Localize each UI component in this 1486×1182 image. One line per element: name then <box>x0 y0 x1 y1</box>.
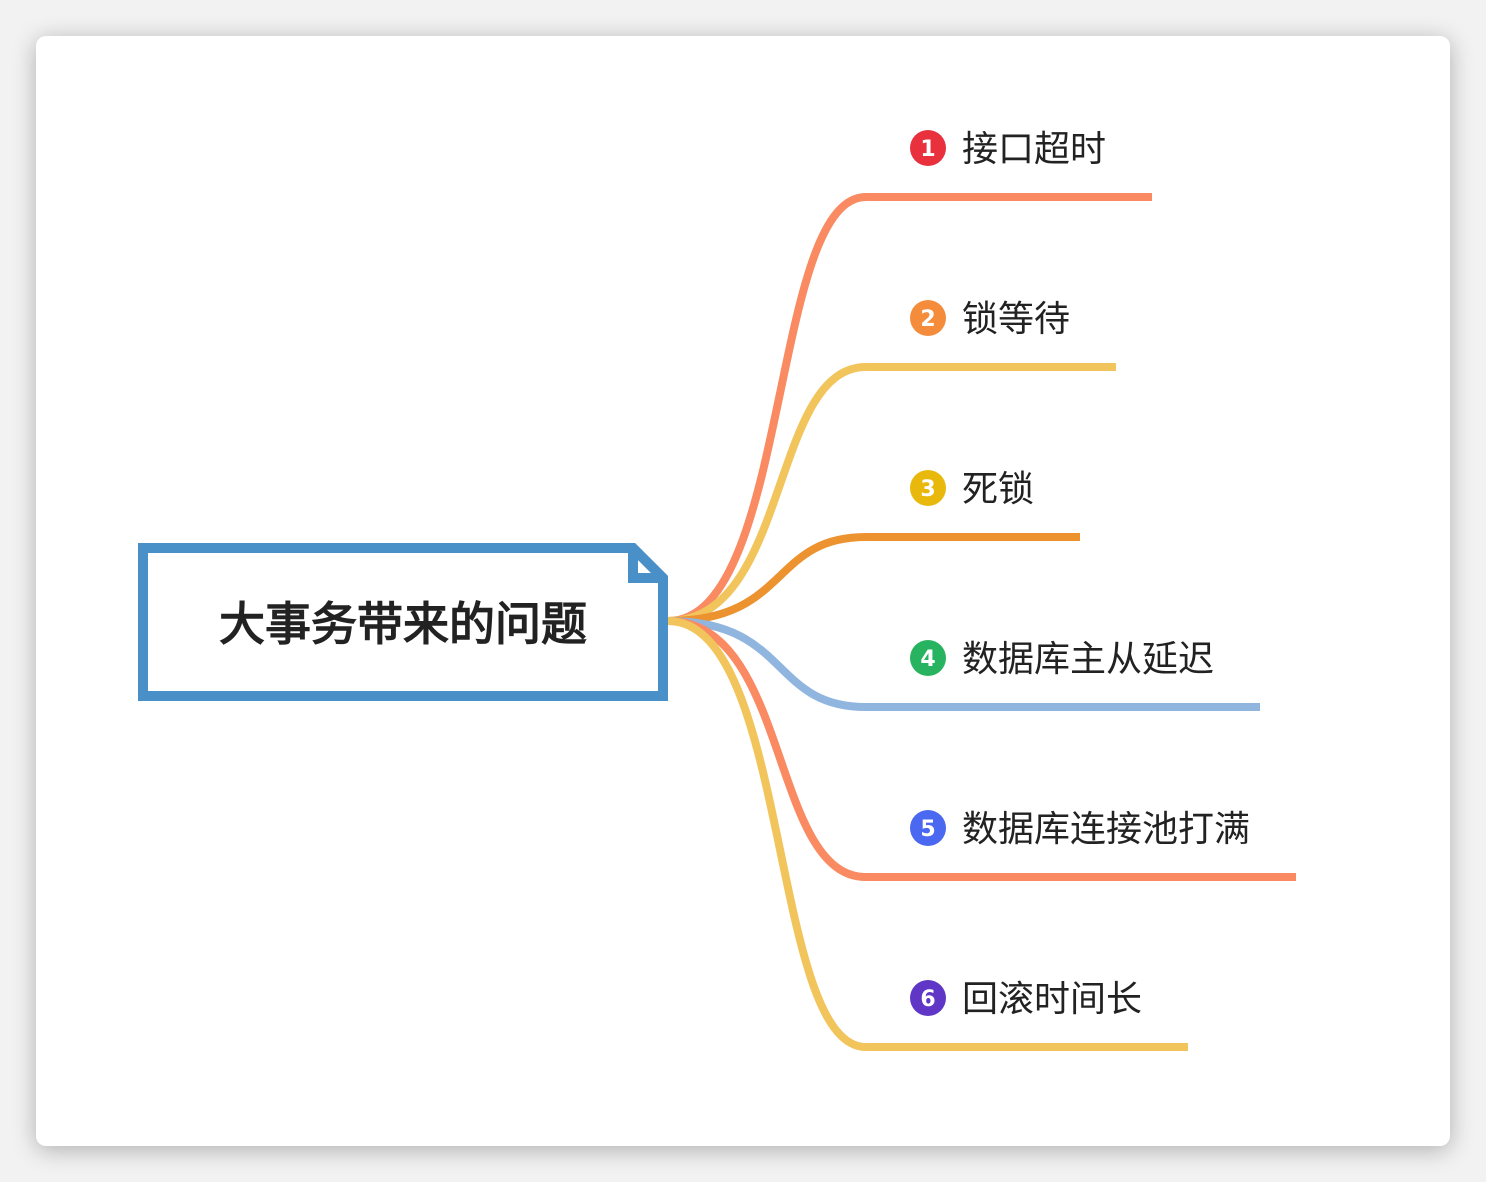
branch-label: 数据库主从延迟 <box>962 639 1214 680</box>
number-badge-icon <box>910 810 946 846</box>
branch-line-4 <box>667 617 1260 711</box>
number-badge-label: 4 <box>920 647 935 672</box>
branch-line-2 <box>667 363 1116 625</box>
branch-node-5[interactable]: 5 数据库连接池打满 <box>910 809 1250 850</box>
root-node-box <box>138 543 668 701</box>
branch-label: 死锁 <box>962 469 1034 510</box>
number-badge-icon <box>910 640 946 676</box>
number-badge-icon <box>910 470 946 506</box>
branch-node-1[interactable]: 1 接口超时 <box>910 129 1106 170</box>
branch-nodes: 1 接口超时 2 锁等待 3 死锁 4 数据库主从延迟 5 数据库连接池打满 6 回滚时间长 <box>910 129 1250 1020</box>
branch-line-5 <box>667 617 1296 881</box>
branch-lines <box>667 193 1296 1051</box>
number-badge-label: 1 <box>920 137 935 162</box>
root-node-title: 大事务带来的问题 <box>219 597 587 651</box>
branch-node-6[interactable]: 6 回滚时间长 <box>910 979 1142 1020</box>
number-badge-icon <box>910 130 946 166</box>
branch-label: 接口超时 <box>962 129 1106 170</box>
branch-label: 锁等待 <box>962 299 1070 340</box>
root-node-folded-corner <box>628 548 663 583</box>
number-badge-label: 6 <box>920 987 935 1012</box>
branch-node-2[interactable]: 2 锁等待 <box>910 299 1070 340</box>
root-node[interactable]: 大事务带来的问题 <box>138 543 668 701</box>
number-badge-icon <box>910 300 946 336</box>
branch-line-6 <box>667 617 1188 1051</box>
number-badge-label: 2 <box>920 307 935 332</box>
branch-line-1 <box>667 193 1152 625</box>
number-badge-icon <box>910 980 946 1016</box>
branch-line-3 <box>667 533 1080 625</box>
branch-label: 数据库连接池打满 <box>962 809 1250 850</box>
branch-node-3[interactable]: 3 死锁 <box>910 469 1034 510</box>
number-badge-label: 5 <box>920 817 935 842</box>
branch-label: 回滚时间长 <box>962 979 1142 1020</box>
number-badge-label: 3 <box>920 477 935 502</box>
branch-node-4[interactable]: 4 数据库主从延迟 <box>910 639 1214 680</box>
